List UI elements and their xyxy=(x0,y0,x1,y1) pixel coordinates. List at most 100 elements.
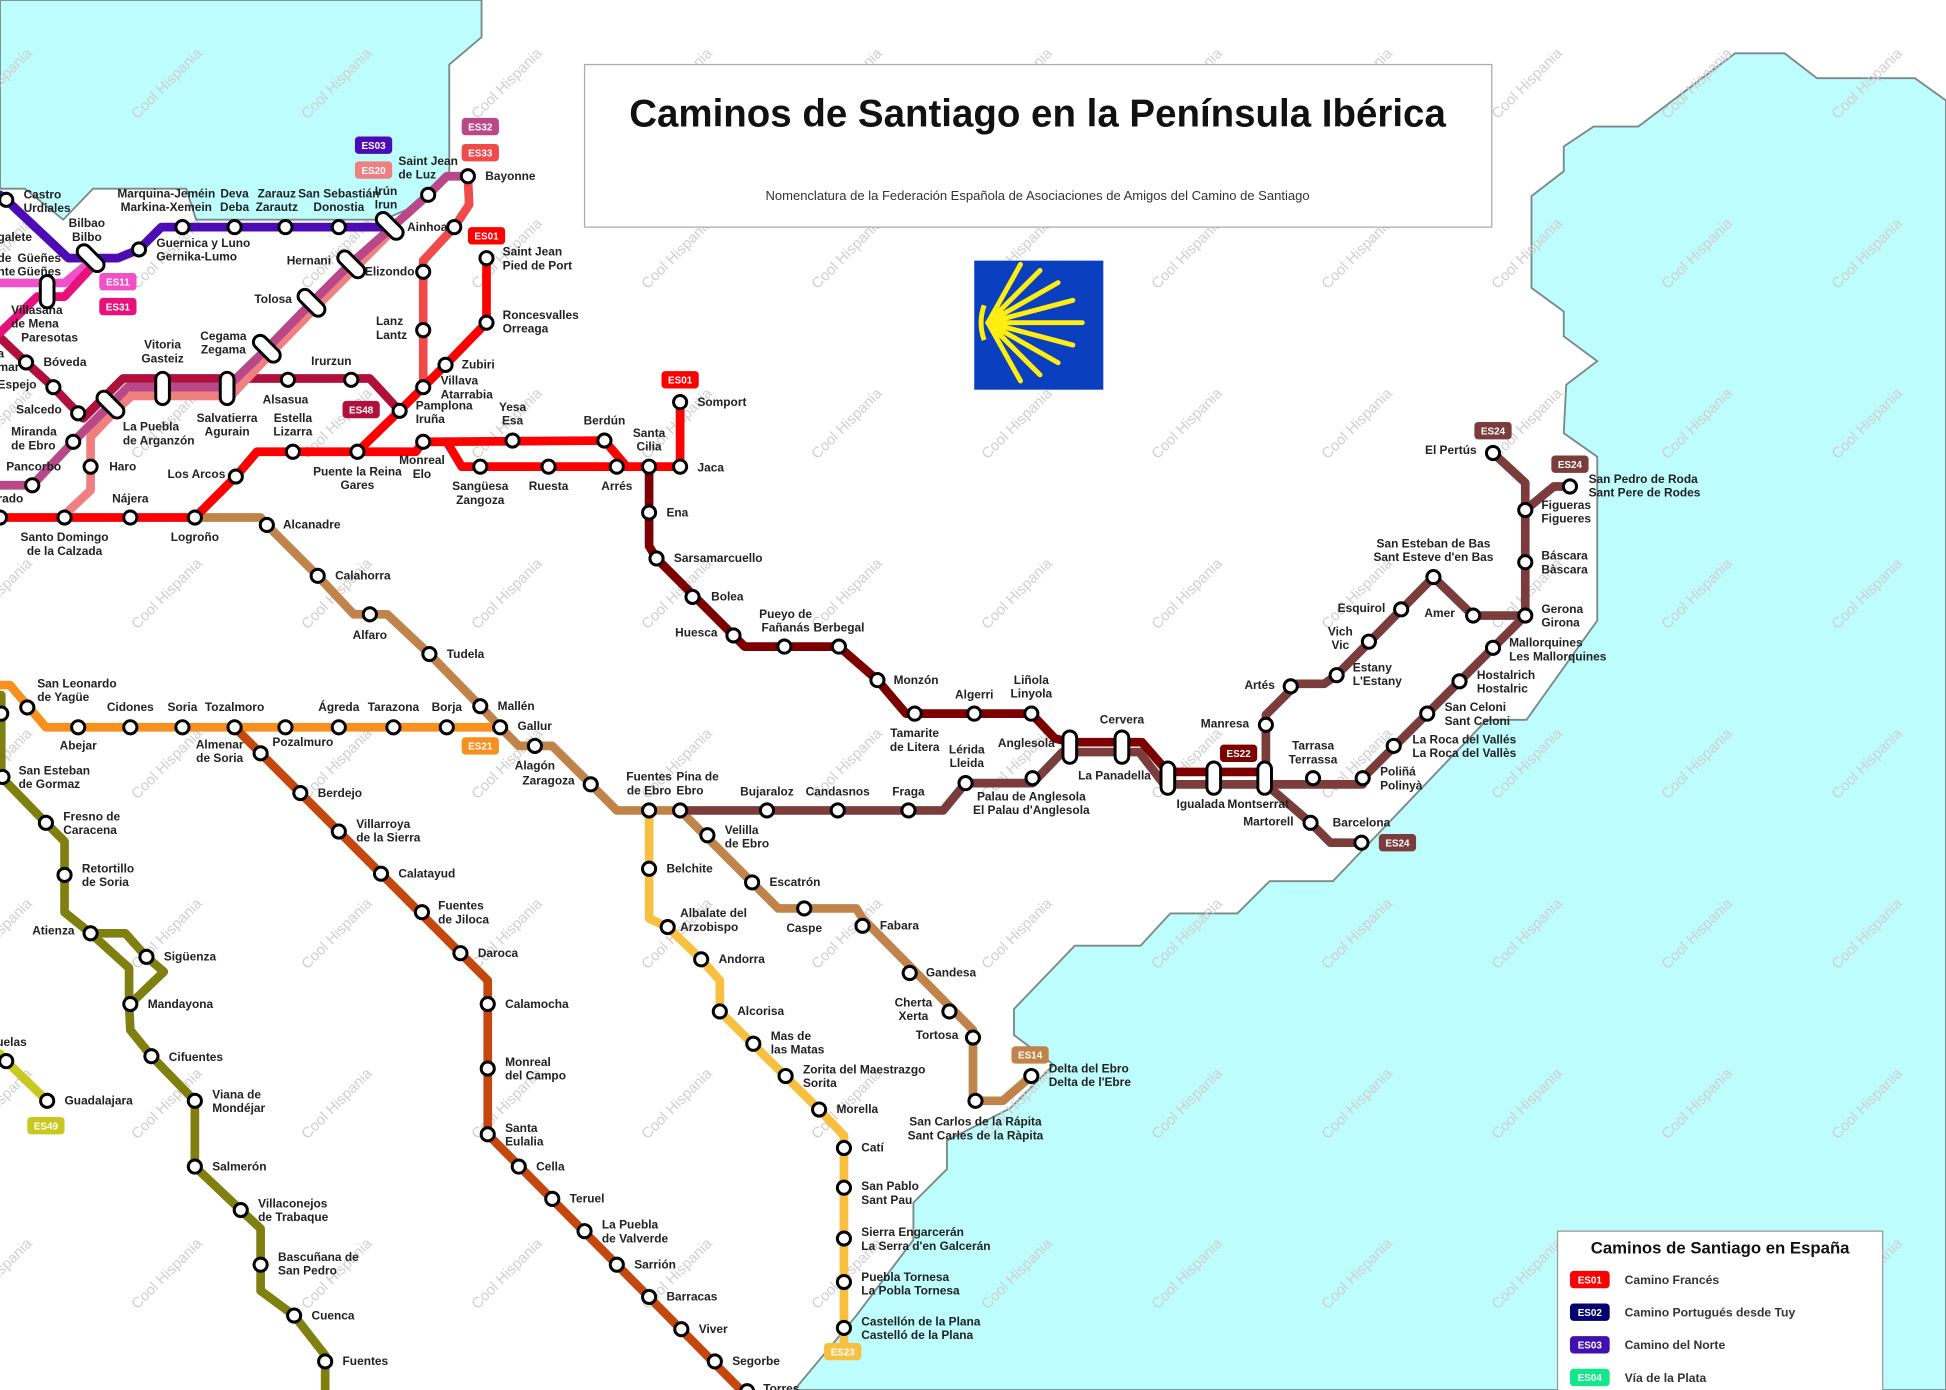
station-marker-alfaro[interactable] xyxy=(361,606,378,623)
station-marker-zaragoza[interactable] xyxy=(582,776,599,793)
station-marker-alagon[interactable] xyxy=(526,737,543,754)
station-marker-cella[interactable] xyxy=(510,1158,527,1175)
station-marker-villarroya[interactable] xyxy=(330,823,347,840)
station-marker-mallen[interactable] xyxy=(472,698,489,715)
station-marker-torres[interactable] xyxy=(739,1383,756,1390)
station-marker-deva[interactable] xyxy=(226,219,243,236)
station-marker-lapueblav[interactable] xyxy=(576,1223,593,1240)
route-badge-es24[interactable]: ES24 xyxy=(1551,455,1589,473)
station-marker-yesa[interactable] xyxy=(504,432,521,449)
route-badge-es01[interactable]: ES01 xyxy=(661,371,699,389)
station-marker-espejo[interactable] xyxy=(45,379,62,396)
station-marker-salmeron[interactable] xyxy=(186,1158,203,1175)
station-marker-roncesvalles[interactable] xyxy=(478,314,495,331)
station-marker-pina[interactable] xyxy=(672,802,689,819)
route-badge-es03[interactable]: ES03 xyxy=(354,136,393,154)
interchange-tolosa[interactable] xyxy=(295,287,327,319)
station-marker-guadalajara[interactable] xyxy=(39,1092,56,1109)
station-marker-morella[interactable] xyxy=(811,1101,828,1118)
route-badge-es01[interactable]: ES01 xyxy=(467,227,506,245)
route-badge-es20[interactable]: ES20 xyxy=(354,161,393,179)
station-marker-viver[interactable] xyxy=(673,1321,690,1338)
station-marker-siguenza[interactable] xyxy=(138,948,155,965)
station-marker-artes[interactable] xyxy=(1282,678,1299,695)
station-marker[interactable] xyxy=(0,705,10,722)
station-marker-linola[interactable] xyxy=(1023,705,1040,722)
station-marker-girona[interactable] xyxy=(1517,607,1534,624)
station-marker-frag_rado[interactable] xyxy=(0,509,9,526)
station-marker-gandesa[interactable] xyxy=(901,964,918,982)
station-marker-barracas[interactable] xyxy=(641,1288,658,1305)
station-marker-tozalmoro[interactable] xyxy=(226,719,243,736)
station-marker-berdun[interactable] xyxy=(596,432,613,449)
route-badge-es22[interactable]: ES22 xyxy=(1219,744,1258,763)
station-marker-andorra[interactable] xyxy=(693,951,710,968)
station-marker-escatron[interactable] xyxy=(744,874,761,891)
station-marker-pancorbo[interactable] xyxy=(24,477,41,494)
station-marker-cherta[interactable] xyxy=(941,1003,958,1020)
station-marker-miranda[interactable] xyxy=(65,433,82,450)
interchange-cegama[interactable] xyxy=(251,333,283,365)
station-marker-soria[interactable] xyxy=(174,719,191,736)
station-marker-sanpablo[interactable] xyxy=(835,1179,852,1196)
station-marker-castro[interactable] xyxy=(0,191,15,208)
station-marker-esquirol[interactable] xyxy=(1393,601,1410,618)
interchange-salvatierra[interactable] xyxy=(218,370,236,407)
station-marker-tarazona[interactable] xyxy=(385,719,402,736)
station-marker-cuenca[interactable] xyxy=(286,1307,303,1324)
station-marker-tarrasa[interactable] xyxy=(1304,770,1322,787)
station-marker-borja[interactable] xyxy=(438,719,455,736)
interchange-bilbao[interactable] xyxy=(74,242,106,274)
station-marker-teruel[interactable] xyxy=(544,1190,561,1207)
route-badge-es49[interactable]: ES49 xyxy=(27,1116,65,1135)
station-marker-ena[interactable] xyxy=(641,504,658,521)
route-badge-es23[interactable]: ES23 xyxy=(824,1342,862,1361)
station-marker-abejar[interactable] xyxy=(70,719,87,736)
station-marker-mandayona[interactable] xyxy=(122,995,139,1013)
station-marker-villava[interactable] xyxy=(415,379,432,396)
station-marker-fabara[interactable] xyxy=(854,917,871,934)
station-marker-tamarite[interactable] xyxy=(906,705,923,722)
station-marker-logrono[interactable] xyxy=(186,509,203,526)
station-marker-sierra[interactable] xyxy=(835,1230,852,1247)
interchange-montserrat[interactable] xyxy=(1256,760,1273,796)
station-marker-santacilia[interactable] xyxy=(641,458,658,475)
station-marker-sjpp[interactable] xyxy=(478,250,495,267)
station-marker-laroca[interactable] xyxy=(1385,737,1402,754)
station-marker-bascara[interactable] xyxy=(1517,554,1534,571)
station-marker-guernica[interactable] xyxy=(130,241,148,258)
station-marker-ainhoa[interactable] xyxy=(446,219,463,236)
station-marker-almenar[interactable] xyxy=(252,745,269,762)
station-marker-lanz[interactable] xyxy=(415,322,432,339)
station-marker-barcelona[interactable] xyxy=(1353,834,1370,851)
station-marker-sjluz[interactable] xyxy=(420,186,437,203)
interchange-lapuebla[interactable] xyxy=(94,388,126,420)
route-badge-es31[interactable]: ES31 xyxy=(99,297,137,316)
station-marker-sanpedro[interactable] xyxy=(1561,478,1579,495)
station-marker-estany[interactable] xyxy=(1328,667,1345,684)
station-marker-masmatas[interactable] xyxy=(745,1035,762,1052)
station-marker-mallorquines[interactable] xyxy=(1484,639,1502,656)
station-marker-retortillo[interactable] xyxy=(56,866,73,884)
station-marker-cifuentes[interactable] xyxy=(143,1048,160,1065)
station-marker-arres[interactable] xyxy=(608,458,625,475)
station-marker-irurzun[interactable] xyxy=(343,371,360,388)
station-marker-sanleonardo[interactable] xyxy=(19,699,36,716)
station-marker-agreda[interactable] xyxy=(330,719,347,736)
interchange-igualada[interactable] xyxy=(1205,760,1223,796)
station-marker-frag_uelas[interactable] xyxy=(0,1053,15,1070)
station-marker-alcorisa[interactable] xyxy=(711,1003,728,1020)
interchange-irun[interactable] xyxy=(373,210,405,242)
station-marker-santaeulalia[interactable] xyxy=(479,1126,496,1143)
station-marker-figueras[interactable] xyxy=(1517,502,1534,519)
station-marker-hostalrich[interactable] xyxy=(1451,673,1468,690)
station-marker-sarsamarcuello[interactable] xyxy=(648,550,665,567)
station-marker-haro[interactable] xyxy=(82,458,99,475)
station-marker-losarcos[interactable] xyxy=(227,468,244,485)
station-marker-zarauz[interactable] xyxy=(277,219,294,236)
station-marker-pertus[interactable] xyxy=(1484,444,1502,462)
route-badge-es24[interactable]: ES24 xyxy=(1474,421,1512,440)
station-marker-polina[interactable] xyxy=(1354,770,1371,787)
station-marker-elizondo[interactable] xyxy=(415,263,432,280)
station-marker-segorbe[interactable] xyxy=(706,1353,723,1370)
